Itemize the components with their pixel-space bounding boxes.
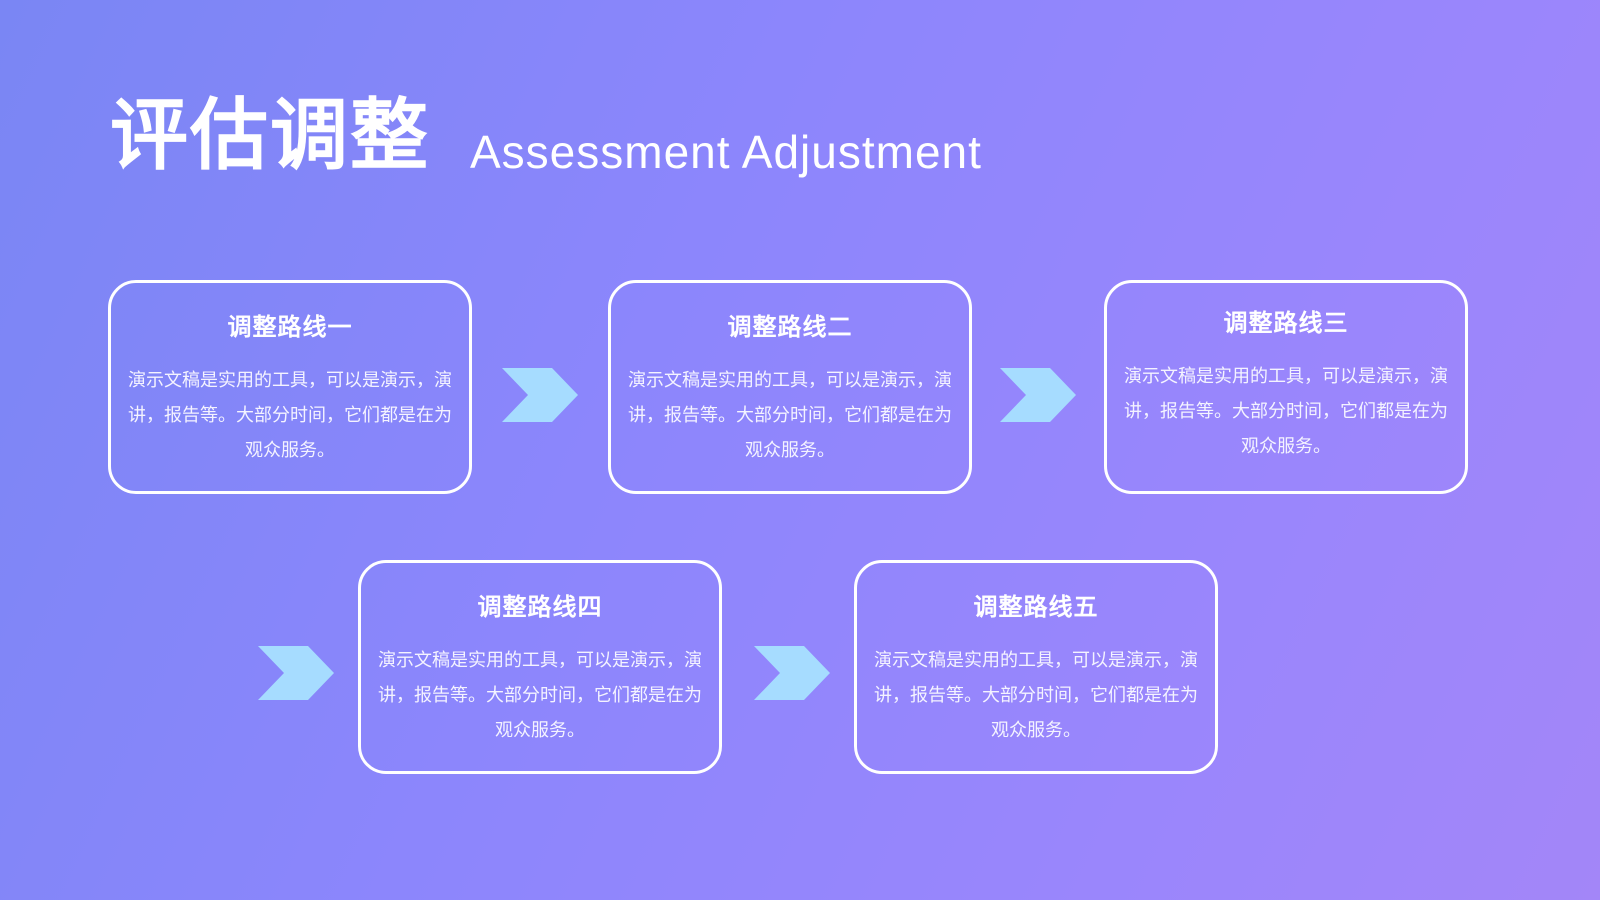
step-card-title: 调整路线二 xyxy=(727,313,853,341)
step-card-1: 调整路线一 演示文稿是实用的工具，可以是演示，演讲，报告等。大部分时间，它们都是… xyxy=(108,280,472,494)
chevron-right-icon xyxy=(754,646,830,700)
chevron-right-icon xyxy=(1000,368,1076,422)
step-card-4: 调整路线四 演示文稿是实用的工具，可以是演示，演讲，报告等。大部分时间，它们都是… xyxy=(358,560,722,774)
step-card-title: 调整路线三 xyxy=(1223,309,1349,337)
step-card-body: 演示文稿是实用的工具，可以是演示，演讲，报告等。大部分时间，它们都是在为观众服务… xyxy=(378,650,702,741)
page-title: 评估调整 xyxy=(110,91,431,181)
step-card-body: 演示文稿是实用的工具，可以是演示，演讲，报告等。大部分时间，它们都是在为观众服务… xyxy=(874,650,1198,741)
step-card-body: 演示文稿是实用的工具，可以是演示，演讲，报告等。大部分时间，它们都是在为观众服务… xyxy=(628,370,952,461)
step-card-title: 调整路线四 xyxy=(477,593,603,621)
page-subtitle: Assessment Adjustment xyxy=(470,126,982,178)
step-card-2: 调整路线二 演示文稿是实用的工具，可以是演示，演讲，报告等。大部分时间，它们都是… xyxy=(608,280,972,494)
chevron-right-icon xyxy=(258,646,334,700)
step-card-3: 调整路线三 演示文稿是实用的工具，可以是演示，演讲，报告等。大部分时间，它们都是… xyxy=(1104,280,1468,494)
step-card-title: 调整路线一 xyxy=(227,313,353,341)
step-card-5: 调整路线五 演示文稿是实用的工具，可以是演示，演讲，报告等。大部分时间，它们都是… xyxy=(854,560,1218,774)
step-card-body: 演示文稿是实用的工具，可以是演示，演讲，报告等。大部分时间，它们都是在为观众服务… xyxy=(1124,366,1448,457)
step-card-body: 演示文稿是实用的工具，可以是演示，演讲，报告等。大部分时间，它们都是在为观众服务… xyxy=(128,370,452,461)
step-card-title: 调整路线五 xyxy=(973,593,1099,621)
chevron-right-icon xyxy=(502,368,578,422)
